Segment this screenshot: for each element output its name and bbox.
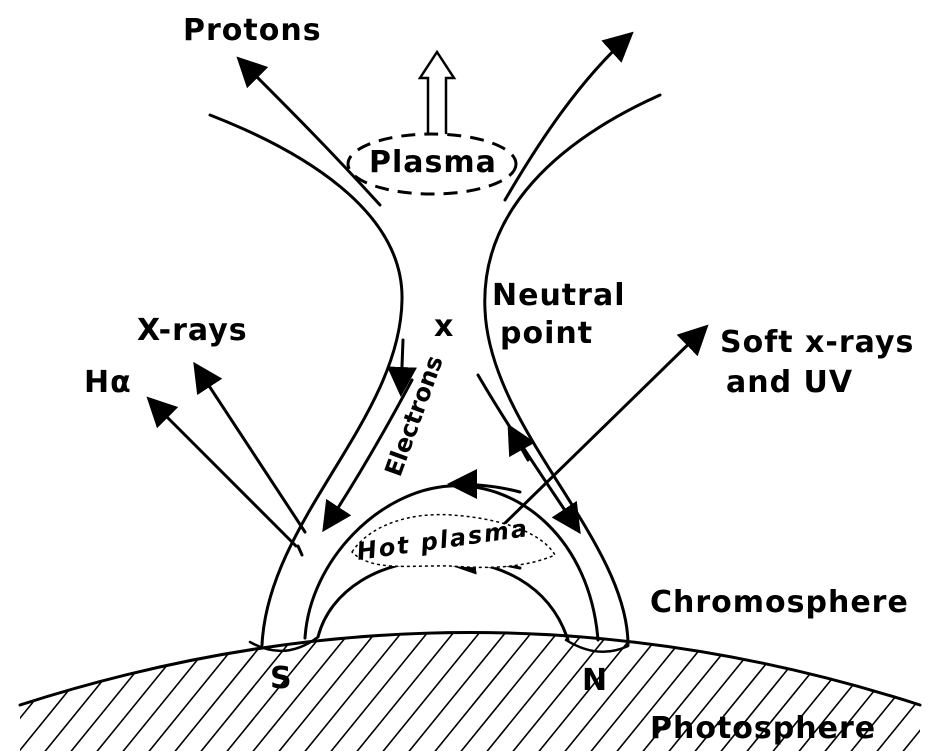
hatch-line xyxy=(90,600,220,751)
hatch-line xyxy=(116,600,246,751)
x-rays-arrow xyxy=(196,366,305,532)
hatch-line xyxy=(0,600,90,751)
soft-xrays-label-line1: Soft x-rays xyxy=(720,325,914,360)
left-field-arrow xyxy=(401,340,403,392)
hatch-line xyxy=(428,600,558,751)
plasma-label: Plasma xyxy=(369,145,497,180)
protons-label: Protons xyxy=(183,13,322,48)
left-tick-mark xyxy=(298,546,302,555)
hatch-line xyxy=(194,600,324,751)
hatch-line xyxy=(38,600,168,751)
hatch-line xyxy=(350,600,480,751)
chromosphere-label: Chromosphere xyxy=(650,585,909,620)
hatch-line xyxy=(922,600,942,751)
left-inner-field-line xyxy=(240,60,380,205)
soft-xrays-arrow xyxy=(500,328,705,528)
hatch-line xyxy=(0,600,116,751)
soft-xrays-label-line2: and UV xyxy=(726,365,853,400)
hatch-line xyxy=(324,600,454,751)
plasma-outflow-arrow xyxy=(420,52,454,133)
hatch-line xyxy=(506,600,636,751)
hatch-line xyxy=(142,600,272,751)
inner-loop xyxy=(318,560,568,640)
right-inner-field-line xyxy=(505,35,630,200)
hatch-line xyxy=(454,600,584,751)
south-pole-label: S xyxy=(270,661,293,696)
electrons-label: Electrons xyxy=(379,352,449,480)
hatch-line xyxy=(376,600,506,751)
h-alpha-label: Hα xyxy=(84,365,132,400)
neutral-point-marker: x xyxy=(434,309,454,344)
hatch-line xyxy=(870,600,942,751)
hatch-line xyxy=(402,600,532,751)
h-alpha-arrow xyxy=(150,400,296,546)
neutral-point-label-line2: point xyxy=(500,316,593,351)
hatch-line xyxy=(298,600,428,751)
left-field-line xyxy=(210,115,402,645)
photosphere-label: Photosphere xyxy=(650,711,876,746)
hatch-line xyxy=(896,600,942,751)
neutral-point-label-line1: Neutral xyxy=(492,278,625,313)
north-pole-label: N xyxy=(582,663,608,698)
x-rays-label: X-rays xyxy=(137,313,248,348)
